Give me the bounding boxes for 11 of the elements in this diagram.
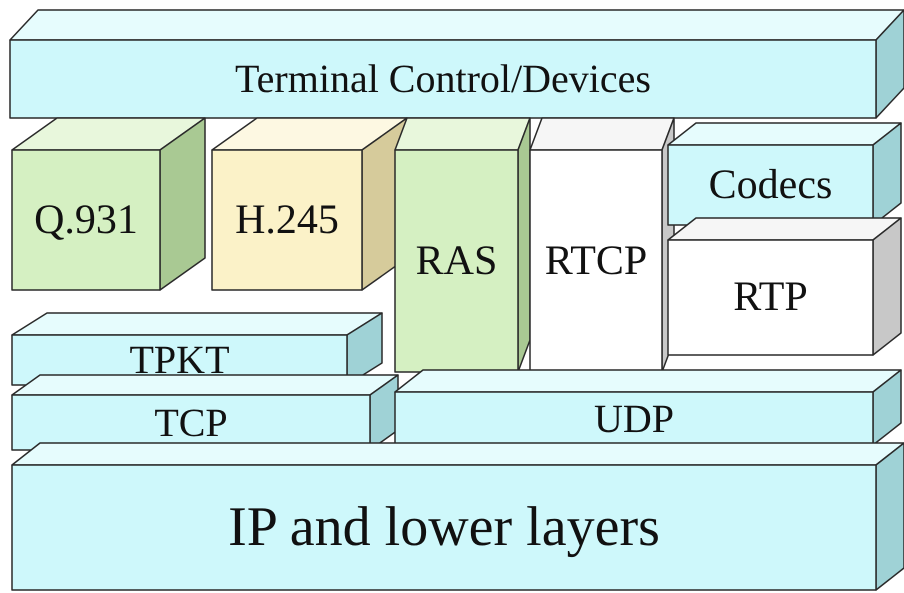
protocol-label: Q.931 xyxy=(34,198,138,242)
protocol-label: H.245 xyxy=(235,198,339,242)
protocol-label: RAS xyxy=(416,238,498,284)
protocol-label: Codecs xyxy=(708,162,832,208)
protocol-label: IP and lower layers xyxy=(228,498,660,557)
protocol-label: RTP xyxy=(733,275,808,320)
protocol-label: Terminal Control/Devices xyxy=(235,58,651,100)
protocol-label: UDP xyxy=(594,398,674,440)
protocol-label: TPKT xyxy=(130,339,230,381)
protocol-label: RTCP xyxy=(544,238,648,284)
protocol-label: TCP xyxy=(154,402,228,444)
